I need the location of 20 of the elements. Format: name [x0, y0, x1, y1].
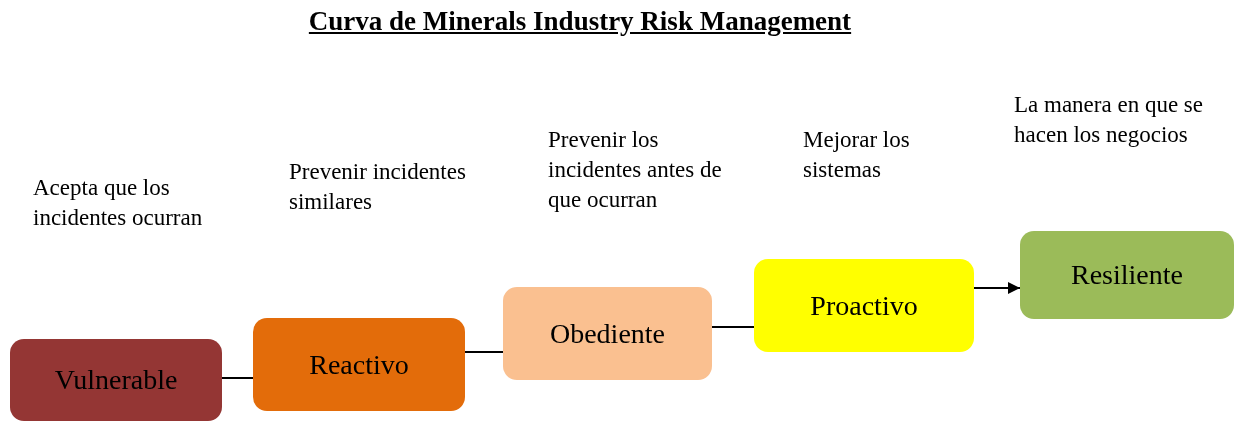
connector-line — [464, 351, 504, 353]
stage-description: Prevenir los incidentes antes de que ocurran — [548, 126, 723, 214]
stage-box — [1020, 231, 1234, 319]
stage-label: Proactivo — [810, 289, 918, 322]
stage-description: Prevenir incidentes similares — [289, 158, 467, 216]
stage-label: Resiliente — [1071, 259, 1183, 291]
stage-box — [503, 287, 712, 380]
stage-description: La manera en que se hacen los negocios — [1014, 91, 1204, 149]
stage-box — [253, 318, 465, 411]
stage-box — [10, 339, 222, 421]
stage-label: Reactivo — [309, 348, 409, 381]
stage-label: Obediente — [549, 317, 666, 350]
stage-description: Acepta que los incidentes ocurran — [33, 174, 204, 232]
arrow — [973, 282, 1021, 294]
stage-label: Vulnerable — [54, 364, 178, 396]
diagram-title: Curva de Minerals Industry Risk Management — [307, 6, 853, 37]
stage-box — [754, 259, 974, 352]
connector-line — [711, 326, 755, 328]
connector-line — [221, 377, 254, 379]
stage-description: Mejorar los sistemas — [803, 126, 911, 184]
